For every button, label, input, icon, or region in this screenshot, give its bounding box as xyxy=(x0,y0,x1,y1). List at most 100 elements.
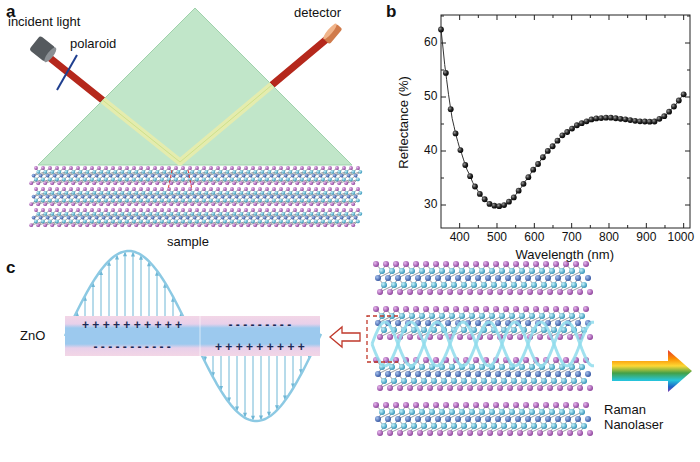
atom xyxy=(419,409,425,415)
atom xyxy=(497,430,503,436)
atom xyxy=(106,191,110,195)
atom xyxy=(483,402,489,408)
atom xyxy=(127,223,131,227)
atom xyxy=(116,195,120,199)
atom xyxy=(407,334,413,340)
atom xyxy=(415,416,421,422)
atom xyxy=(342,178,346,182)
atom xyxy=(139,220,143,224)
atom xyxy=(174,187,178,191)
atom xyxy=(174,199,178,203)
atom xyxy=(375,371,381,377)
atom xyxy=(513,402,519,408)
atom xyxy=(92,223,96,227)
atom xyxy=(491,378,497,384)
atom xyxy=(507,385,513,391)
atom xyxy=(300,178,304,182)
atom xyxy=(188,220,192,224)
atom xyxy=(46,195,50,199)
x-tick xyxy=(683,15,684,20)
panel-letter: b xyxy=(386,2,396,22)
atom xyxy=(155,170,159,174)
atom xyxy=(288,212,292,216)
atom xyxy=(507,334,513,340)
atom xyxy=(385,371,391,377)
atom xyxy=(457,430,463,436)
atom xyxy=(316,181,320,185)
atom xyxy=(181,187,185,191)
atom xyxy=(216,220,220,224)
atom xyxy=(487,289,493,295)
atom xyxy=(197,170,201,174)
atom xyxy=(83,187,87,191)
atom xyxy=(36,181,40,185)
atom xyxy=(60,195,64,199)
atom xyxy=(427,289,433,295)
data-point xyxy=(550,143,556,149)
atom xyxy=(433,402,439,408)
atom xyxy=(381,282,387,288)
atom xyxy=(545,371,551,377)
atom xyxy=(309,191,313,195)
atom xyxy=(433,261,439,267)
atom xyxy=(258,178,262,182)
atom xyxy=(307,220,311,224)
atom xyxy=(423,306,429,312)
atom xyxy=(204,212,208,216)
atom xyxy=(377,289,383,295)
atom xyxy=(160,178,164,182)
atom xyxy=(53,195,57,199)
atom xyxy=(57,202,61,206)
atom xyxy=(85,223,89,227)
atom xyxy=(90,220,94,224)
atom xyxy=(76,220,80,224)
atom xyxy=(48,220,52,224)
atom xyxy=(55,166,59,170)
atom xyxy=(525,371,531,377)
atom xyxy=(111,199,115,203)
atom xyxy=(48,199,52,203)
atom xyxy=(88,216,92,220)
atom xyxy=(497,289,503,295)
atom xyxy=(459,268,465,274)
atom xyxy=(309,202,313,206)
atom xyxy=(274,223,278,227)
atom xyxy=(221,174,225,178)
atom xyxy=(78,181,82,185)
atom xyxy=(214,216,218,220)
atom xyxy=(211,191,215,195)
atom xyxy=(76,187,80,191)
atom xyxy=(387,334,393,340)
atom xyxy=(153,199,157,203)
atom xyxy=(204,202,208,206)
atom xyxy=(314,187,318,191)
atom xyxy=(260,202,264,206)
atom xyxy=(104,220,108,224)
atom xyxy=(302,170,306,174)
atom xyxy=(505,275,511,281)
atom xyxy=(417,385,423,391)
atom xyxy=(559,313,565,319)
atom xyxy=(507,289,513,295)
atom xyxy=(463,402,469,408)
atom xyxy=(300,166,304,170)
atom xyxy=(146,178,150,182)
light-source xyxy=(29,36,58,64)
atom xyxy=(237,187,241,191)
atom xyxy=(260,191,264,195)
atom xyxy=(253,202,257,206)
atom xyxy=(499,313,505,319)
atom xyxy=(295,181,299,185)
axis-ticks xyxy=(441,15,690,228)
atom xyxy=(272,208,276,212)
y-tick xyxy=(441,16,444,17)
atom xyxy=(354,195,358,199)
atom xyxy=(218,212,222,216)
atom xyxy=(337,202,341,206)
atom xyxy=(439,268,445,274)
atom xyxy=(513,261,519,267)
atom xyxy=(479,313,485,319)
atom xyxy=(479,409,485,415)
atom xyxy=(137,174,141,178)
x-tick xyxy=(627,15,628,18)
